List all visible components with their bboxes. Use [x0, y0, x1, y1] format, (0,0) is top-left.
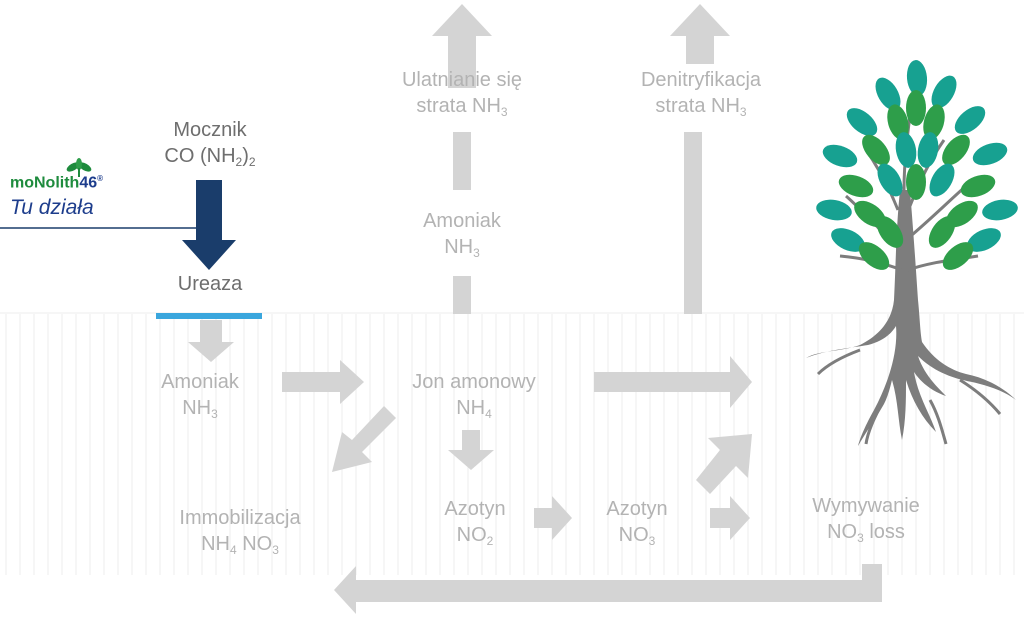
leaf: [972, 142, 1008, 166]
ureaza-bar: [156, 313, 262, 319]
jon-formula: NH4: [456, 397, 492, 421]
tree-illustration: [806, 60, 1018, 446]
leaf: [917, 132, 939, 168]
brand-name-number: 46: [79, 174, 98, 192]
leaf: [928, 216, 956, 248]
azotyn-no3-name: Azotyn: [606, 498, 668, 520]
leaf: [923, 104, 945, 140]
leaf: [906, 90, 926, 126]
registered-mark: ®: [97, 174, 104, 183]
arrow-azotyn-to-azotyn: [534, 496, 572, 540]
label-amoniak-air: Amoniak NH3: [402, 208, 522, 260]
leaf: [875, 77, 901, 111]
label-wymywanie: Wymywanie NO3 loss: [786, 493, 946, 545]
brand-name-left: moNolith: [10, 174, 80, 192]
leaf: [876, 216, 904, 248]
jon-name: Jon amonowy: [412, 371, 536, 393]
arrow-no3-to-wymywanie: [710, 496, 750, 540]
ulatnianie-loss: strata NH3: [416, 95, 508, 119]
leaf: [816, 199, 852, 221]
azotyn-no2-formula: NO2: [456, 524, 494, 548]
ulatnianie-title: Ulatnianie się: [401, 69, 523, 91]
urea-input-arrow: [182, 180, 236, 270]
arrow-jon-to-azotyn: [448, 430, 494, 470]
leaf: [931, 75, 957, 109]
label-mocznik: Mocznik CO (NH2)2: [150, 117, 270, 169]
tree-trunk-and-roots: [806, 190, 1016, 446]
tree-leaves: [816, 60, 1018, 270]
leaf: [862, 134, 890, 166]
label-denitryfikacja: Denitryfikacja strata NH3: [606, 67, 796, 119]
azotyn-no3-formula: NO3: [618, 524, 656, 548]
denitrification-arrow: [670, 4, 730, 314]
label-immobilizacja: Immobilizacja NH4 NO3: [150, 505, 330, 557]
leaf: [906, 60, 928, 96]
leaf: [822, 144, 858, 168]
leaf: [846, 108, 878, 136]
denitryfikacja-title: Denitryfikacja: [640, 69, 762, 91]
arrow-no3-to-tree-diag: [696, 434, 752, 494]
leaf: [967, 228, 1001, 252]
immobilizacja-formula: NH4 NO3: [201, 533, 279, 557]
amoniak-air-name: Amoniak: [423, 210, 501, 232]
label-jon-amonowy: Jon amonowy NH4: [384, 369, 564, 421]
amoniak-air-formula: NH3: [444, 236, 480, 260]
amoniak-soil-name: Amoniak: [161, 371, 239, 393]
leaf: [906, 164, 926, 200]
arrow-ureaza-to-amoniak: [188, 320, 234, 362]
denitryfikacja-loss: strata NH3: [655, 95, 747, 119]
wymywanie-formula: NO3 loss: [827, 521, 905, 545]
volatilization-arrow: [432, 4, 492, 314]
leaf: [838, 174, 874, 198]
brand-name: moNolith46®: [10, 174, 103, 192]
label-ureaza: Ureaza: [150, 271, 270, 297]
leaf: [887, 104, 909, 140]
label-amoniak-soil: Amoniak NH3: [140, 369, 260, 421]
leaf: [982, 199, 1018, 221]
leaf: [929, 163, 955, 197]
leaf: [942, 242, 974, 270]
leaf: [942, 134, 970, 166]
mocznik-name: Mocznik: [173, 119, 247, 141]
leaf: [831, 228, 865, 252]
amoniak-soil-formula: NH3: [182, 397, 218, 421]
leaf: [960, 174, 996, 198]
brand-tagline: Tu działa: [10, 196, 94, 219]
immobilizacja-name: Immobilizacja: [179, 507, 301, 529]
arrow-wymywanie-return: [334, 564, 882, 614]
label-azotyn-no3: Azotyn NO3: [582, 496, 692, 548]
leaf-logo-icon: [66, 158, 92, 177]
arrow-jon-to-immobilizacja: [332, 406, 396, 472]
arrow-amoniak-to-jon: [282, 360, 364, 404]
mocznik-formula: CO (NH2)2: [164, 145, 256, 169]
label-azotyn-no2: Azotyn NO2: [420, 496, 530, 548]
leaf: [954, 106, 986, 134]
label-ulatnianie: Ulatnianie się strata NH3: [372, 67, 552, 119]
soil-area: [5, 314, 1015, 575]
leaf: [858, 242, 890, 270]
arrow-jon-to-tree: [594, 356, 752, 408]
leaf: [895, 132, 917, 168]
leaf: [877, 163, 903, 197]
ureaza-text: Ureaza: [177, 273, 243, 295]
azotyn-no2-name: Azotyn: [444, 498, 506, 520]
wymywanie-name: Wymywanie: [812, 495, 920, 517]
